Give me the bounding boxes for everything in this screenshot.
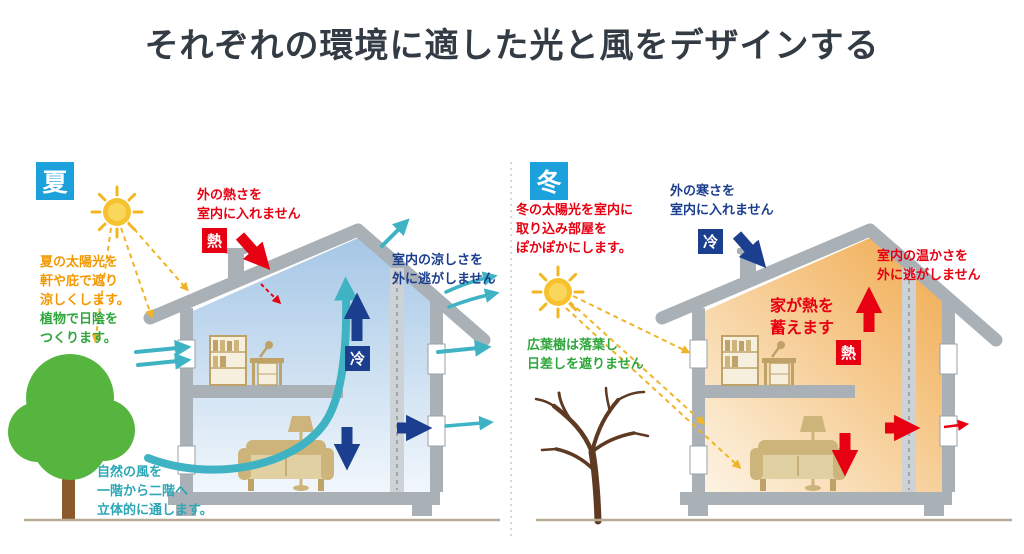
winter-sun-rays xyxy=(565,295,742,469)
summer-cool-arrows xyxy=(333,292,433,471)
summer-tree xyxy=(8,354,135,520)
winter-season-badge: 冬 xyxy=(530,162,568,200)
summer-heat-badge: 熱 xyxy=(202,228,227,253)
winter-keep-warm-label: 室内の温かさを 外に逃がしません xyxy=(877,248,981,282)
winter-sun-icon xyxy=(531,265,585,319)
winter-cool-badge: 冷 xyxy=(698,229,723,254)
winter-heat-badge: 熱 xyxy=(836,340,861,365)
summer-block-heat-label: 外の熱さを 室内に入れません xyxy=(197,187,301,221)
summer-cool-badge: 冷 xyxy=(345,346,370,371)
summer-wind-arrows xyxy=(134,218,500,474)
winter-panel-graphics xyxy=(531,230,1012,525)
page-title: それぞれの環境に適した光と風をデザインする xyxy=(144,27,880,65)
winter-tree xyxy=(534,386,650,525)
winter-store-heat-label: 家が熱を 蓄えます xyxy=(770,298,835,338)
winter-block-cold-label: 外の寒さを 室内に入れません xyxy=(670,183,774,217)
winter-deciduous-label: 広葉樹は落葉し 日差しを遮りません xyxy=(527,337,644,371)
summer-panel-graphics xyxy=(8,185,500,520)
winter-heat-arrows xyxy=(831,286,970,477)
summer-heat-arrows xyxy=(235,232,282,305)
winter-sunlight-in-label: 冬の太陽光を室内に 取り込み部屋を ぽかぽかにします。 xyxy=(516,202,634,255)
summer-season-badge: 夏 xyxy=(36,162,74,200)
summer-keep-cool-label: 室内の涼しさを 外に逃がしません xyxy=(392,252,496,286)
summer-natural-wind-label: 自然の風を 一階から二階へ 立体的に通します。 xyxy=(97,464,213,517)
summer-house-interior xyxy=(186,238,436,492)
winter-cold-arrow xyxy=(732,231,767,269)
summer-sun-rays xyxy=(91,221,189,344)
summer-eaves-shade-label: 夏の太陽光を 軒や庇で遮り 涼しくします。 xyxy=(40,254,130,307)
summer-plant-shade-label: 植物で日陰を つくります。 xyxy=(40,311,119,345)
